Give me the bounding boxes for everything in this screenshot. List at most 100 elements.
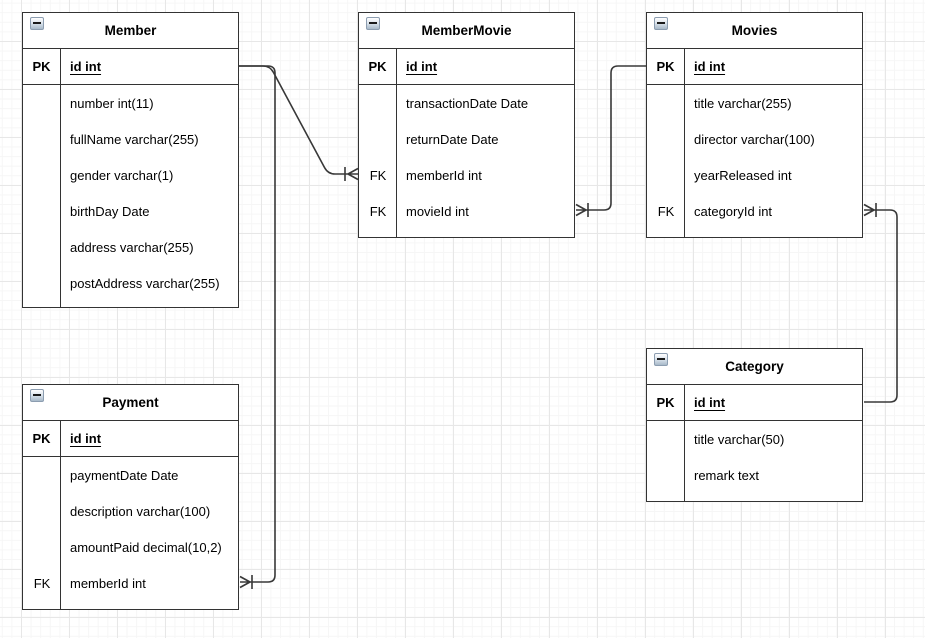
attribute-row[interactable]: remark text (647, 457, 862, 493)
attribute-row[interactable]: director varchar(100) (647, 121, 862, 157)
fk-key-label: FK (369, 203, 387, 219)
entity-title: Payment (102, 395, 159, 410)
attribute-row[interactable]: returnDate Date (359, 121, 574, 157)
pk-row[interactable]: PK id int (359, 49, 574, 85)
attribute-row[interactable]: title varchar(255) (647, 85, 862, 121)
attribute-label: gender varchar(1) (70, 167, 174, 183)
attribute-row[interactable]: number int(11) (23, 85, 238, 121)
pk-field-label: id int (694, 395, 726, 410)
entity-member-header[interactable]: Member (23, 13, 238, 49)
pk-row[interactable]: PK id int (23, 49, 238, 85)
attribute-label: number int(11) (70, 95, 154, 111)
attribute-label: paymentDate Date (70, 467, 179, 483)
pk-key-label: PK (23, 421, 61, 456)
pk-key-label: PK (647, 385, 685, 420)
collapse-icon[interactable] (366, 17, 380, 30)
edge-category-movies[interactable] (863, 203, 898, 403)
entity-member[interactable]: Member PK id int number int(11) fullName… (22, 12, 239, 308)
edge-member-payment[interactable] (239, 65, 276, 589)
attribute-row[interactable]: yearReleased int (647, 157, 862, 193)
key-label (23, 157, 61, 193)
entity-membermovie[interactable]: MemberMovie PK id int transactionDate Da… (358, 12, 575, 238)
attribute-label: memberId int (406, 167, 482, 183)
key-label (359, 85, 397, 121)
key-label (23, 85, 61, 121)
key-label (359, 121, 397, 157)
key-label (647, 457, 685, 493)
minus-icon (657, 22, 665, 24)
attribute-label: memberId int (70, 575, 146, 591)
fk-key-label: FK (33, 575, 51, 591)
pk-key-label: PK (23, 49, 61, 84)
collapse-icon[interactable] (654, 17, 668, 30)
pk-field-label: id int (694, 59, 726, 74)
attribute-label: director varchar(100) (694, 131, 815, 147)
edge-member-membermovie[interactable] (239, 65, 359, 181)
key-label (23, 493, 61, 529)
key-label (23, 229, 61, 265)
pk-field-label: id int (70, 59, 102, 74)
pk-key-label: PK (359, 49, 397, 84)
entity-category[interactable]: Category PK id int title varchar(50) rem… (646, 348, 863, 502)
minus-icon (657, 358, 665, 360)
attribute-row[interactable]: amountPaid decimal(10,2) (23, 529, 238, 565)
attribute-label: title varchar(50) (694, 431, 785, 447)
attribute-label: postAddress varchar(255) (70, 275, 220, 291)
pk-field-label: id int (70, 431, 102, 446)
attribute-label: remark text (694, 467, 760, 483)
attribute-label: fullName varchar(255) (70, 131, 199, 147)
key-label (23, 265, 61, 301)
attribute-row[interactable]: FK memberId int (23, 565, 238, 601)
minus-icon (369, 22, 377, 24)
attribute-label: title varchar(255) (694, 95, 792, 111)
collapse-icon[interactable] (654, 353, 668, 366)
attribute-row[interactable]: paymentDate Date (23, 457, 238, 493)
edge-movies-membermovie[interactable] (575, 65, 646, 217)
key-label (647, 121, 685, 157)
pk-key-label: PK (647, 49, 685, 84)
pk-field-label: id int (406, 59, 438, 74)
pk-row[interactable]: PK id int (23, 421, 238, 457)
attribute-row[interactable]: FK memberId int (359, 157, 574, 193)
attribute-row[interactable]: description varchar(100) (23, 493, 238, 529)
entity-category-header[interactable]: Category (647, 349, 862, 385)
key-label (23, 457, 61, 493)
entity-title: MemberMovie (421, 23, 512, 38)
attribute-row[interactable]: gender varchar(1) (23, 157, 238, 193)
pk-row[interactable]: PK id int (647, 385, 862, 421)
crowsfoot-many-icon (344, 167, 359, 181)
entity-title: Movies (731, 23, 778, 38)
entity-membermovie-header[interactable]: MemberMovie (359, 13, 574, 49)
entity-movies-header[interactable]: Movies (647, 13, 862, 49)
attribute-label: movieId int (406, 203, 469, 219)
attribute-row[interactable]: FK movieId int (359, 193, 574, 229)
attribute-row[interactable]: postAddress varchar(255) (23, 265, 238, 301)
entity-movies[interactable]: Movies PK id int title varchar(255) dire… (646, 12, 863, 238)
entity-payment-header[interactable]: Payment (23, 385, 238, 421)
attribute-row[interactable]: title varchar(50) (647, 421, 862, 457)
entity-title: Category (725, 359, 784, 374)
entity-title: Member (104, 23, 157, 38)
key-label (23, 193, 61, 229)
fk-key-label: FK (657, 203, 675, 219)
attribute-label: transactionDate Date (406, 95, 529, 111)
entity-payment[interactable]: Payment PK id int paymentDate Date descr… (22, 384, 239, 610)
crowsfoot-many-icon (239, 575, 253, 589)
collapse-icon[interactable] (30, 17, 44, 30)
attribute-label: returnDate Date (406, 131, 499, 147)
crowsfoot-many-icon (575, 203, 589, 217)
collapse-icon[interactable] (30, 389, 44, 402)
key-label (23, 121, 61, 157)
attribute-label: amountPaid decimal(10,2) (70, 539, 222, 555)
key-label (647, 85, 685, 121)
attribute-row[interactable]: fullName varchar(255) (23, 121, 238, 157)
key-label (647, 157, 685, 193)
attribute-row[interactable]: address varchar(255) (23, 229, 238, 265)
attribute-label: description varchar(100) (70, 503, 211, 519)
attribute-row[interactable]: birthDay Date (23, 193, 238, 229)
attribute-row[interactable]: transactionDate Date (359, 85, 574, 121)
attribute-label: birthDay Date (70, 203, 150, 219)
pk-row[interactable]: PK id int (647, 49, 862, 85)
attribute-row[interactable]: FK categoryId int (647, 193, 862, 229)
